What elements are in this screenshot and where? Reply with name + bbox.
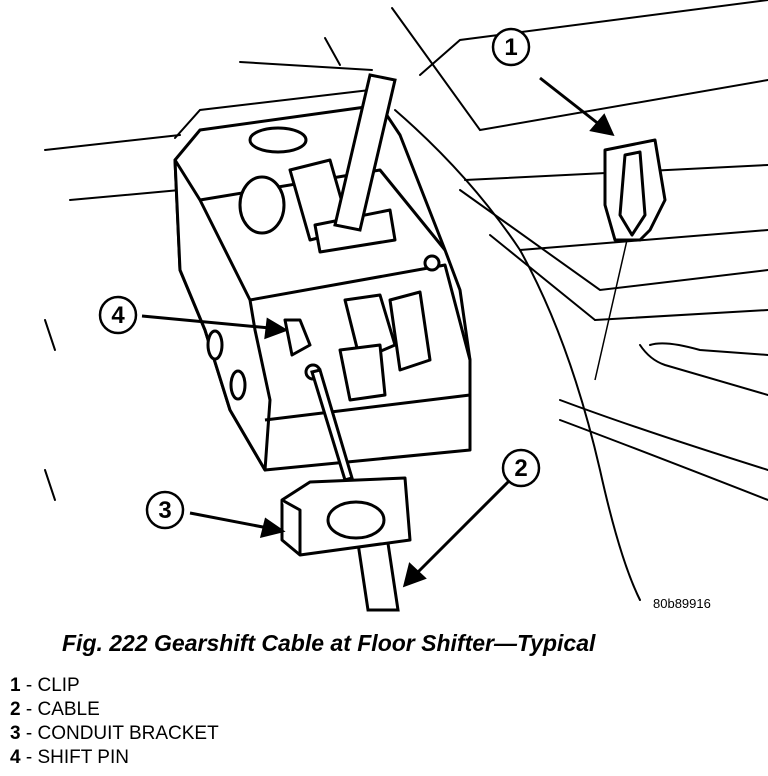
legend-item-number: 4 bbox=[10, 747, 21, 768]
legend-item-separator: - bbox=[20, 747, 38, 768]
shift-lever bbox=[333, 73, 397, 232]
shifter-housing bbox=[173, 103, 472, 472]
callout-4: 4 bbox=[98, 295, 138, 335]
legend-item: 3 - CONDUIT BRACKET bbox=[10, 722, 219, 746]
legend-item-separator: - bbox=[20, 723, 38, 744]
svg-text:2: 2 bbox=[514, 455, 527, 482]
legend-item-separator: - bbox=[20, 699, 38, 720]
legend-item-label: CABLE bbox=[37, 699, 100, 720]
clip bbox=[594, 138, 667, 381]
callout-1: 1 bbox=[491, 27, 531, 67]
legend-item-label: CLIP bbox=[37, 675, 80, 696]
gearshift-illustration: 1 2 3 4 bbox=[44, 0, 768, 612]
conduit-bracket bbox=[280, 476, 412, 557]
art-code: 80b89916 bbox=[653, 596, 711, 611]
parts-legend: 1 - CLIP 2 - CABLE 3 - CONDUIT BRACKET 4… bbox=[10, 674, 219, 770]
legend-item-number: 2 bbox=[10, 699, 21, 720]
legend-item-separator: - bbox=[20, 675, 38, 696]
callout-3: 3 bbox=[145, 490, 185, 530]
legend-item: 2 - CABLE bbox=[10, 698, 219, 722]
legend-item-label: CONDUIT BRACKET bbox=[37, 723, 219, 744]
legend-item-label: SHIFT PIN bbox=[37, 747, 129, 768]
legend-item: 1 - CLIP bbox=[10, 674, 219, 698]
legend-item-number: 3 bbox=[10, 723, 21, 744]
legend-item-number: 1 bbox=[10, 675, 21, 696]
callout-2: 2 bbox=[501, 448, 541, 488]
figure-caption: Fig. 222 Gearshift Cable at Floor Shifte… bbox=[62, 630, 596, 656]
leader-arrows bbox=[141, 76, 615, 588]
svg-text:4: 4 bbox=[111, 302, 125, 329]
svg-text:1: 1 bbox=[504, 34, 517, 61]
svg-text:3: 3 bbox=[158, 497, 171, 524]
floor-console-lines bbox=[44, 0, 768, 601]
legend-item: 4 - SHIFT PIN bbox=[10, 746, 219, 770]
